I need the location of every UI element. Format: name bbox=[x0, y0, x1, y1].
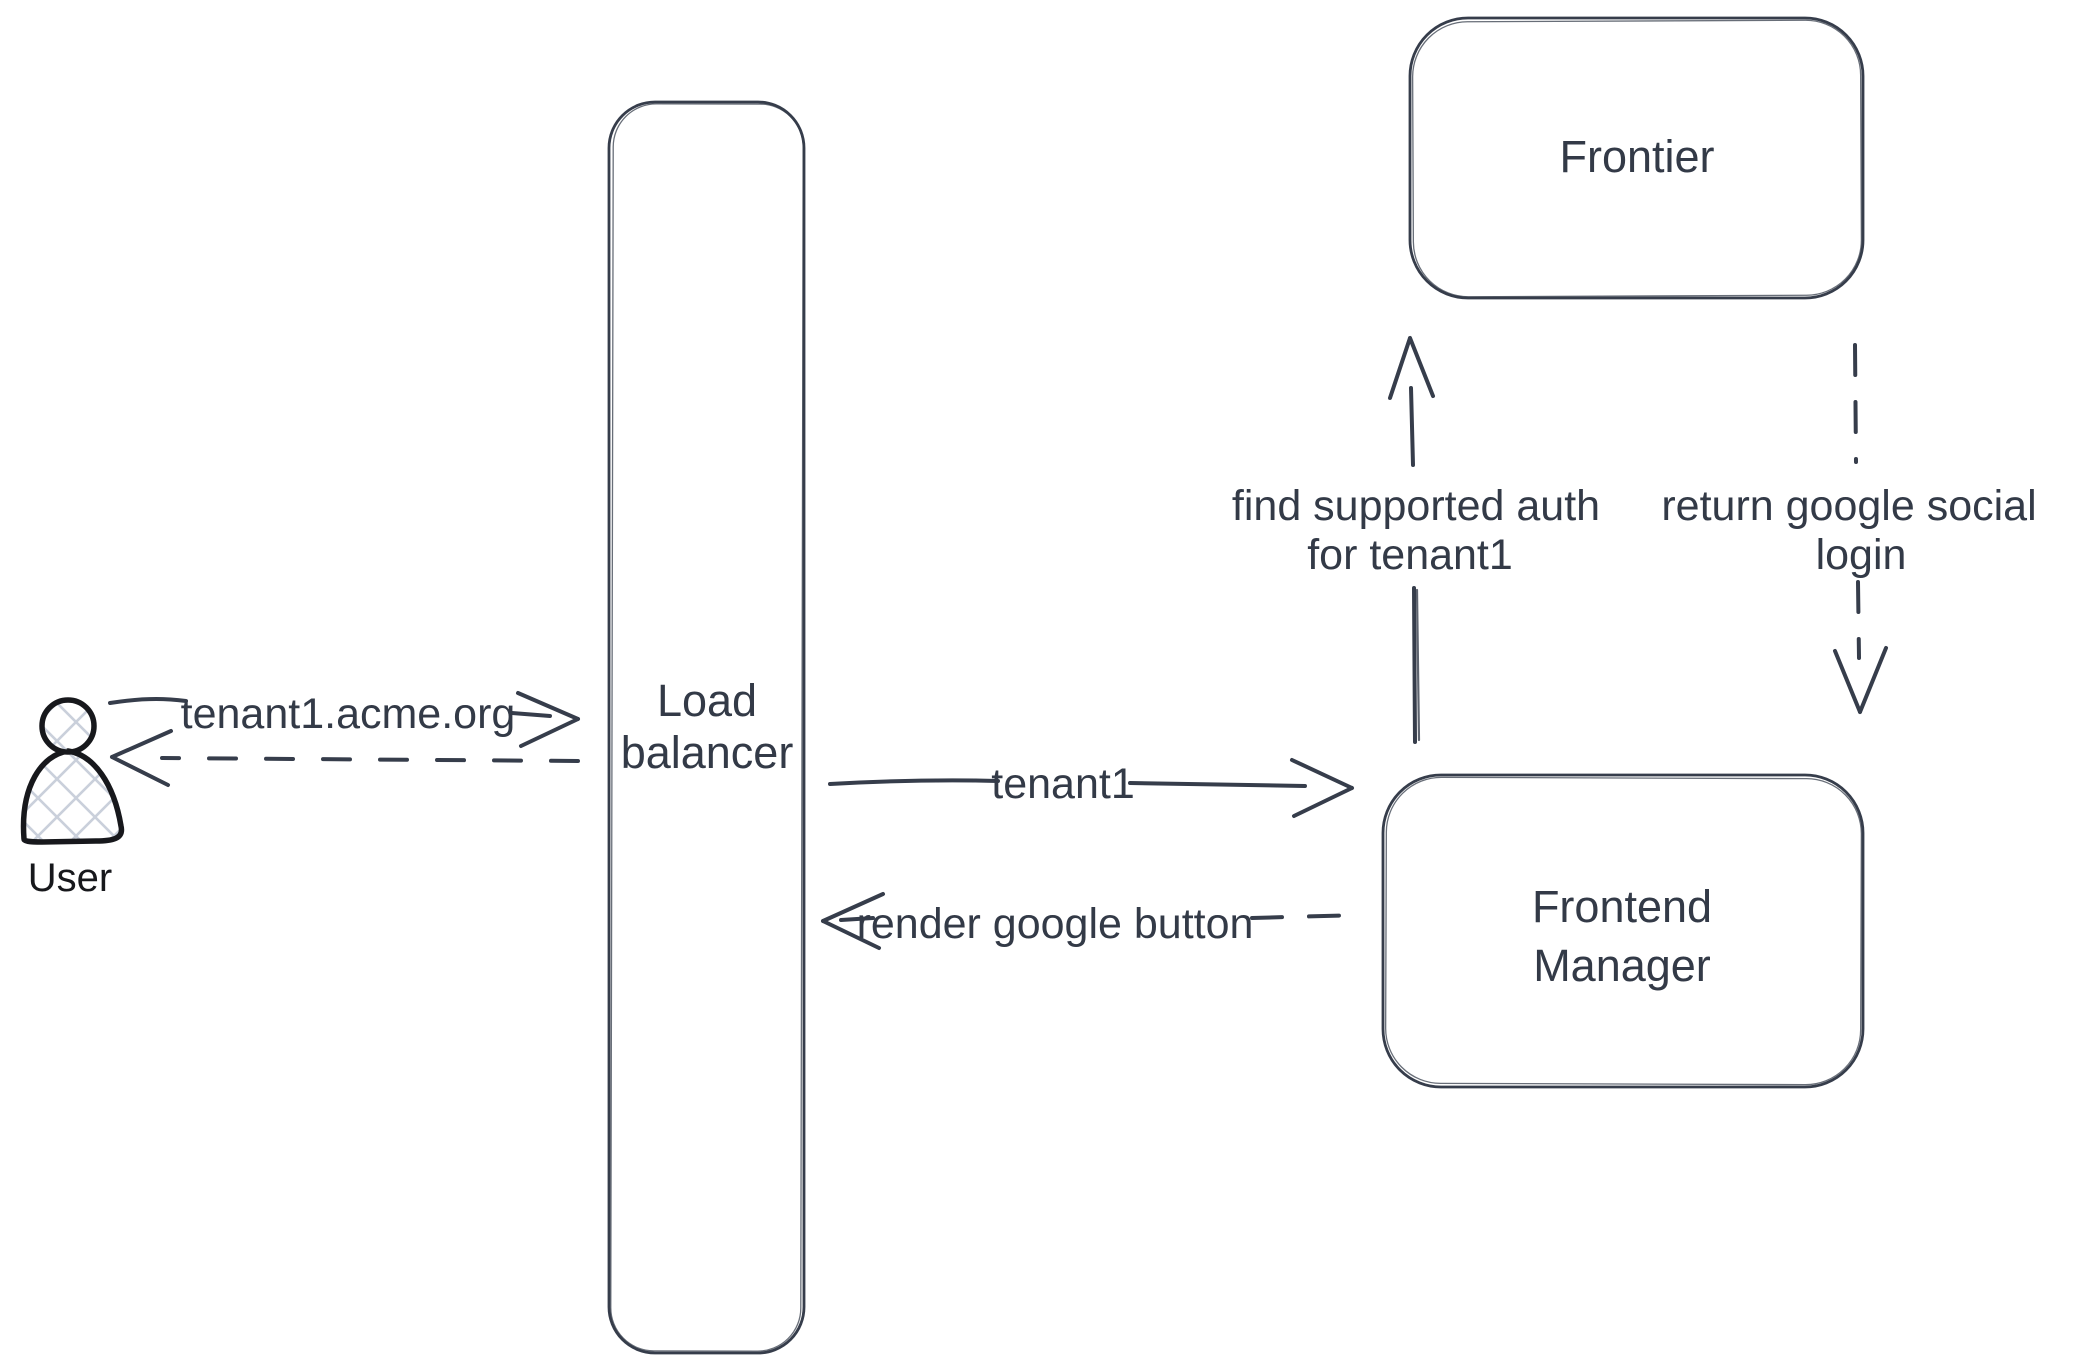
user-label: User bbox=[28, 856, 112, 900]
arrow-line-dashed bbox=[1853, 343, 1858, 464]
load-balancer-label-line2: balancer bbox=[621, 727, 794, 778]
user-head-icon bbox=[39, 697, 97, 755]
frontend-manager-label-line1: Frontend bbox=[1532, 881, 1712, 932]
user-body-icon bbox=[20, 748, 125, 845]
frontend-manager-box-sketch bbox=[1385, 776, 1862, 1086]
user-actor: User bbox=[20, 697, 125, 900]
arrow-frontendmanager-to-loadbalancer: render google button bbox=[821, 892, 1362, 950]
request-domain-label: tenant1.acme.org bbox=[181, 690, 516, 738]
arrow-loadbalancer-to-user bbox=[110, 729, 580, 787]
arrow-line bbox=[510, 711, 552, 718]
arrow-line-dashed bbox=[1856, 580, 1861, 660]
arrow-head-right-icon bbox=[1290, 758, 1354, 818]
find-auth-label-line1: find supported auth bbox=[1232, 482, 1600, 530]
frontend-manager-box bbox=[1381, 773, 1865, 1089]
tenant-routing-label: tenant1 bbox=[991, 760, 1134, 808]
arrow-head-down-icon bbox=[1833, 646, 1888, 714]
arrow-line bbox=[1412, 586, 1417, 744]
arrow-head-left-icon bbox=[821, 892, 885, 950]
frontier-box bbox=[1408, 16, 1865, 300]
frontier-node: Frontier bbox=[1408, 16, 1865, 300]
arrow-line bbox=[828, 778, 1000, 786]
arrow-line-sketch bbox=[1415, 588, 1421, 742]
arrow-line bbox=[839, 916, 875, 922]
arrow-line bbox=[108, 697, 188, 705]
arrow-line bbox=[1128, 781, 1307, 788]
find-auth-label-line2: for tenant1 bbox=[1307, 531, 1513, 579]
load-balancer-box bbox=[607, 100, 806, 1355]
return-login-label-line2: login bbox=[1816, 531, 1907, 579]
arrow-line-dashed bbox=[1250, 913, 1362, 920]
arrow-line bbox=[1409, 386, 1415, 467]
arrow-head-left-icon bbox=[110, 729, 173, 787]
arrow-frontier-to-frontendmanager: return google social login bbox=[1661, 343, 2037, 714]
return-login-label-line1: return google social bbox=[1661, 482, 2036, 530]
frontend-manager-label-line2: Manager bbox=[1533, 940, 1711, 991]
frontier-box-sketch bbox=[1411, 19, 1863, 298]
load-balancer-box-sketch bbox=[610, 103, 804, 1352]
arrow-head-right-icon bbox=[516, 691, 580, 748]
arrow-line-dashed bbox=[160, 756, 580, 763]
frontend-manager-node: Frontend Manager bbox=[1381, 773, 1865, 1089]
arrow-user-to-loadbalancer: tenant1.acme.org bbox=[108, 690, 580, 748]
arrow-head-up-icon bbox=[1388, 336, 1435, 400]
render-button-label: render google button bbox=[857, 900, 1254, 948]
load-balancer-node: Load balancer bbox=[607, 100, 806, 1355]
frontier-label: Frontier bbox=[1559, 131, 1714, 182]
arrow-loadbalancer-to-frontendmanager: tenant1 bbox=[828, 758, 1354, 818]
arrow-frontendmanager-to-frontier: find supported auth for tenant1 bbox=[1232, 336, 1600, 744]
load-balancer-label-line1: Load bbox=[657, 675, 757, 726]
